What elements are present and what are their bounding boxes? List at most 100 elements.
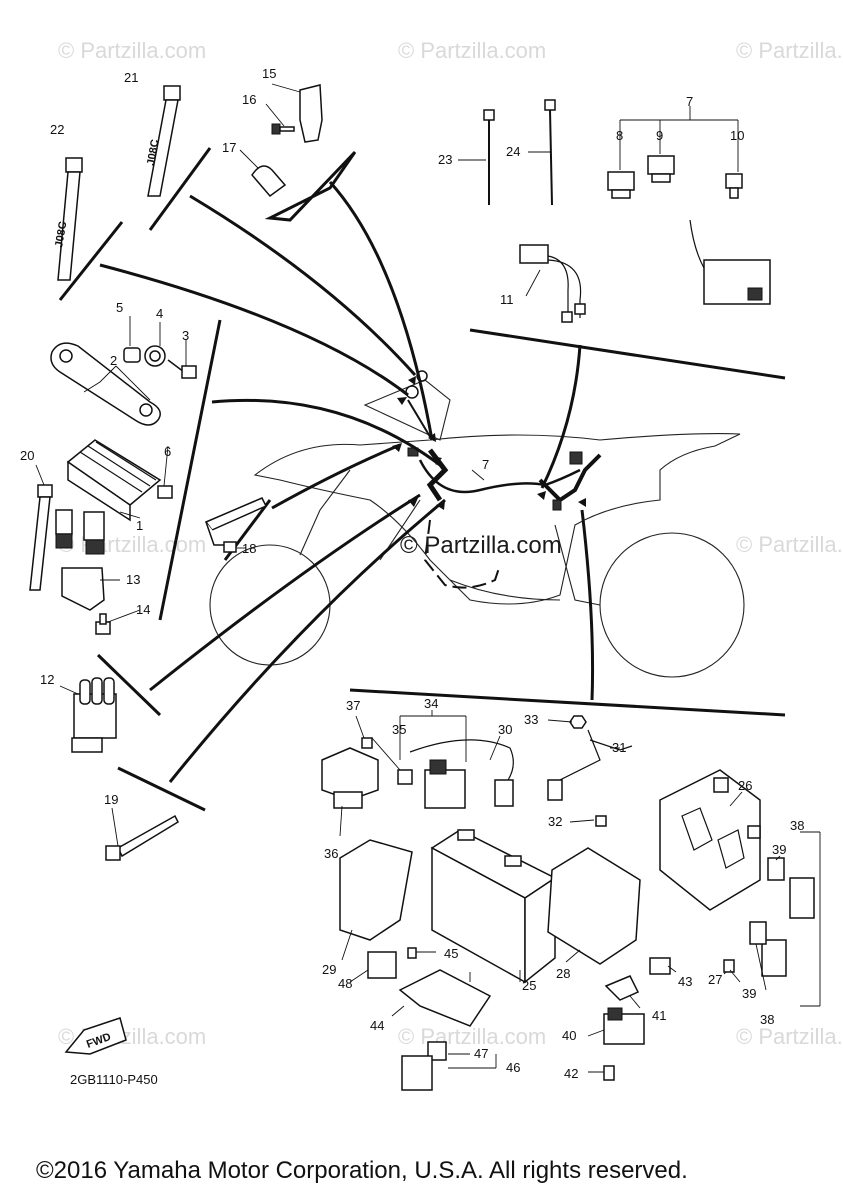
callout-19: 19: [104, 792, 118, 807]
callout-14: 14: [136, 602, 150, 617]
part-20-cable-band: [29, 484, 53, 591]
part-13-plate: [61, 567, 105, 611]
callout-46: 46: [506, 1060, 520, 1075]
part-21-cable-band: J08C: [145, 85, 181, 197]
callout-47: 47: [474, 1046, 488, 1061]
part-44-bracket: [398, 969, 492, 1027]
callout-42: 42: [564, 1066, 578, 1081]
leader-arrows: [99, 180, 595, 783]
callout-17: 17: [222, 140, 236, 155]
callout-1: 1: [136, 518, 143, 533]
callout-9: 9: [656, 128, 663, 143]
callout-12: 12: [40, 672, 54, 687]
callout-22: 22: [50, 122, 64, 137]
part-29-band: [339, 839, 413, 941]
group-frames: [58, 147, 786, 812]
part-27-bolt: [723, 959, 735, 973]
callout-33: 33: [524, 712, 538, 727]
part-14-bolt: [95, 613, 111, 635]
part-37-bolt: [361, 737, 373, 749]
part-11-lead-wire: [519, 244, 586, 323]
callout-5: 5: [116, 300, 123, 315]
part-10-fuse: [725, 173, 743, 199]
callout-39-top: 39: [772, 842, 786, 857]
callout-23: 23: [438, 152, 452, 167]
callout-40: 40: [562, 1028, 576, 1043]
callout-27: 27: [708, 972, 722, 987]
callout-3: 3: [182, 328, 189, 343]
part-45-bolt: [407, 947, 417, 959]
callout-8: 8: [616, 128, 623, 143]
motorcycle-outline: [209, 379, 745, 678]
part-23-tie: [483, 109, 495, 205]
part-2-bracket: [50, 342, 161, 426]
band-marking: J08C: [53, 220, 69, 248]
callout-45: 45: [444, 946, 458, 961]
part-46-coupler: [401, 1055, 433, 1091]
part-19-cable-band: [105, 814, 179, 861]
callout-7-top: 7: [686, 94, 693, 109]
watermark-center: © Partzilla.com: [400, 532, 562, 559]
callout-4: 4: [156, 306, 163, 321]
part-5-collar: [123, 347, 141, 363]
part-41-bracket: [604, 975, 640, 1001]
callout-20: 20: [20, 448, 34, 463]
callout-10: 10: [730, 128, 744, 143]
part-43-cover: [649, 957, 671, 975]
part-33-nut: [569, 715, 587, 729]
watermark-mid-left: © Partzilla.com: [58, 532, 206, 557]
callout-13: 13: [126, 572, 140, 587]
watermark-top-left: © Partzilla.com: [58, 38, 206, 63]
part-38-coupler: [761, 877, 815, 977]
part-36-relay: [321, 747, 379, 809]
watermark-top-right: © Partzilla.com: [736, 38, 843, 63]
copyright-notice: ©2016 Yamaha Motor Corporation, U.S.A. A…: [36, 1157, 688, 1184]
watermark-bottom-right: © Partzilla.com: [736, 1024, 843, 1049]
callout-18: 18: [242, 541, 256, 556]
callout-21: 21: [124, 70, 138, 85]
part-40-sensor: [603, 1007, 645, 1045]
callout-31: 31: [612, 740, 626, 755]
part-7-fuse-box: [689, 219, 771, 305]
forward-arrow-icon: FWD: [64, 1017, 127, 1055]
part-26-bracket: [659, 769, 761, 911]
part-24-tie: [544, 99, 556, 206]
callout-30: 30: [498, 722, 512, 737]
callout-7-harness: 7: [482, 457, 489, 472]
callout-36: 36: [324, 846, 338, 861]
callout-37: 37: [346, 698, 360, 713]
callout-48: 48: [338, 976, 352, 991]
callout-39-bottom: 39: [742, 986, 756, 1001]
part-8-relay: [607, 171, 635, 199]
callout-35: 35: [392, 722, 406, 737]
part-6-bolt: [157, 485, 173, 499]
part-18-cable-band: [204, 497, 268, 553]
watermark-top-center: © Partzilla.com: [398, 38, 546, 63]
part-3-bolt: [167, 359, 197, 379]
callout-26: 26: [738, 778, 752, 793]
part-9-relay: [647, 155, 675, 183]
part-30-starter-relay: [409, 739, 514, 809]
band-marking: J08C: [145, 138, 161, 166]
part-16-bolt: [271, 123, 295, 135]
part-12-coupler: [71, 677, 117, 753]
callout-44: 44: [370, 1018, 384, 1033]
part-22-cable-band: J08C: [53, 157, 83, 281]
part-32-bolt: [595, 815, 607, 827]
callout-29: 29: [322, 962, 336, 977]
part-25-battery: [430, 829, 557, 984]
part-35-cover: [397, 769, 413, 785]
callout-6: 6: [164, 444, 171, 459]
callout-16: 16: [242, 92, 256, 107]
callout-38-bottom: 38: [760, 1012, 774, 1027]
callout-leaders: [35, 83, 821, 1073]
part-48-coupler: [367, 951, 397, 979]
part-39-cover: [749, 857, 785, 945]
callout-41: 41: [652, 1008, 666, 1023]
callout-2: 2: [110, 353, 117, 368]
part-15-bracket: [299, 84, 323, 143]
callout-15: 15: [262, 66, 276, 81]
part-17-clamp: [251, 165, 287, 198]
callout-25: 25: [522, 978, 536, 993]
